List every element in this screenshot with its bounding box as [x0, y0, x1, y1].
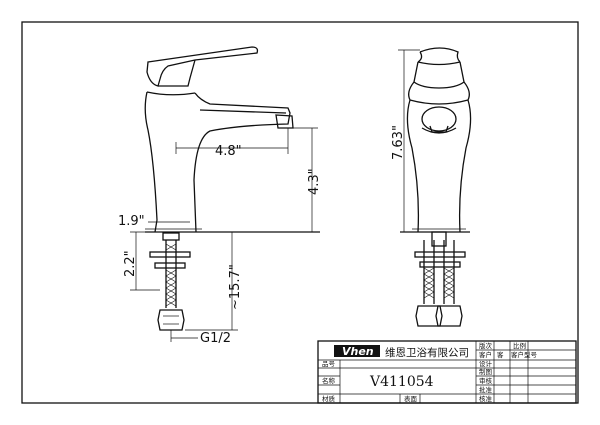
hose-braid [165, 243, 177, 307]
label-version: 版次 [479, 341, 493, 350]
side-view: 4.8" 4.3" 1.9" 2.2" ~15.7" G1/2 [118, 46, 322, 346]
cap-left [417, 51, 423, 63]
company-name: 维恩卫浴有限公司 [385, 346, 469, 359]
mount-nut [154, 262, 186, 269]
dim-shank-length: 2.2" [123, 250, 138, 277]
body-left [144, 91, 158, 233]
label-name: 名称 [322, 376, 336, 385]
label-item-no: 品号 [322, 360, 336, 368]
lower-body-right [458, 99, 472, 233]
front-hose-nut-right [435, 305, 463, 327]
label-customer-no: 客 [497, 350, 504, 359]
label-scale: 比例 [513, 341, 526, 350]
label-customer-model: 客户型号 [511, 350, 538, 359]
label-customer: 客户 [479, 350, 492, 359]
front-nut [419, 261, 461, 268]
mount-washer [149, 251, 191, 258]
vhen-logo [334, 345, 380, 357]
front-hoses [423, 240, 455, 304]
dim-hose-length: ~15.7" [228, 264, 243, 310]
title-block: Vhen 维恩卫浴有限公司 品号 名称 材质 表面 V411054 版次 比例 … [317, 340, 577, 404]
shank-top [162, 232, 180, 241]
handle-lever [146, 46, 259, 87]
label-review: 审核 [479, 376, 493, 385]
front-hose-nut-left [415, 305, 443, 327]
collar-line [146, 91, 196, 96]
label-approve: 批准 [479, 385, 493, 394]
label-drafting: 制图 [479, 367, 492, 376]
upper-body [413, 61, 465, 89]
spout-opening [421, 106, 457, 132]
label-check: 核准 [479, 394, 493, 403]
dim-base-to-shank: 1.9" [118, 214, 145, 229]
label-material: 材质 [322, 394, 336, 403]
dim-total-height: 7.63" [391, 125, 406, 160]
dim-thread: G1/2 [200, 331, 231, 346]
drawing-border [21, 21, 579, 404]
front-shank [431, 231, 447, 247]
front-view: 7.63" [391, 47, 472, 327]
spout-edge [199, 109, 287, 114]
aerator [275, 114, 294, 129]
body-right-spout [193, 92, 291, 233]
label-design: 设计 [479, 359, 493, 368]
handle-collar [158, 59, 196, 87]
hose-nut [157, 309, 185, 331]
cap-top [419, 47, 461, 63]
model-number: V411054 [369, 374, 434, 390]
lower-body-left [406, 99, 420, 233]
dim-spout-reach: 4.8" [215, 144, 242, 159]
front-washer [414, 251, 466, 258]
label-surface: 表面 [404, 394, 418, 403]
logo-text: Vhen [342, 345, 374, 358]
dim-spout-height: 4.3" [307, 168, 322, 195]
